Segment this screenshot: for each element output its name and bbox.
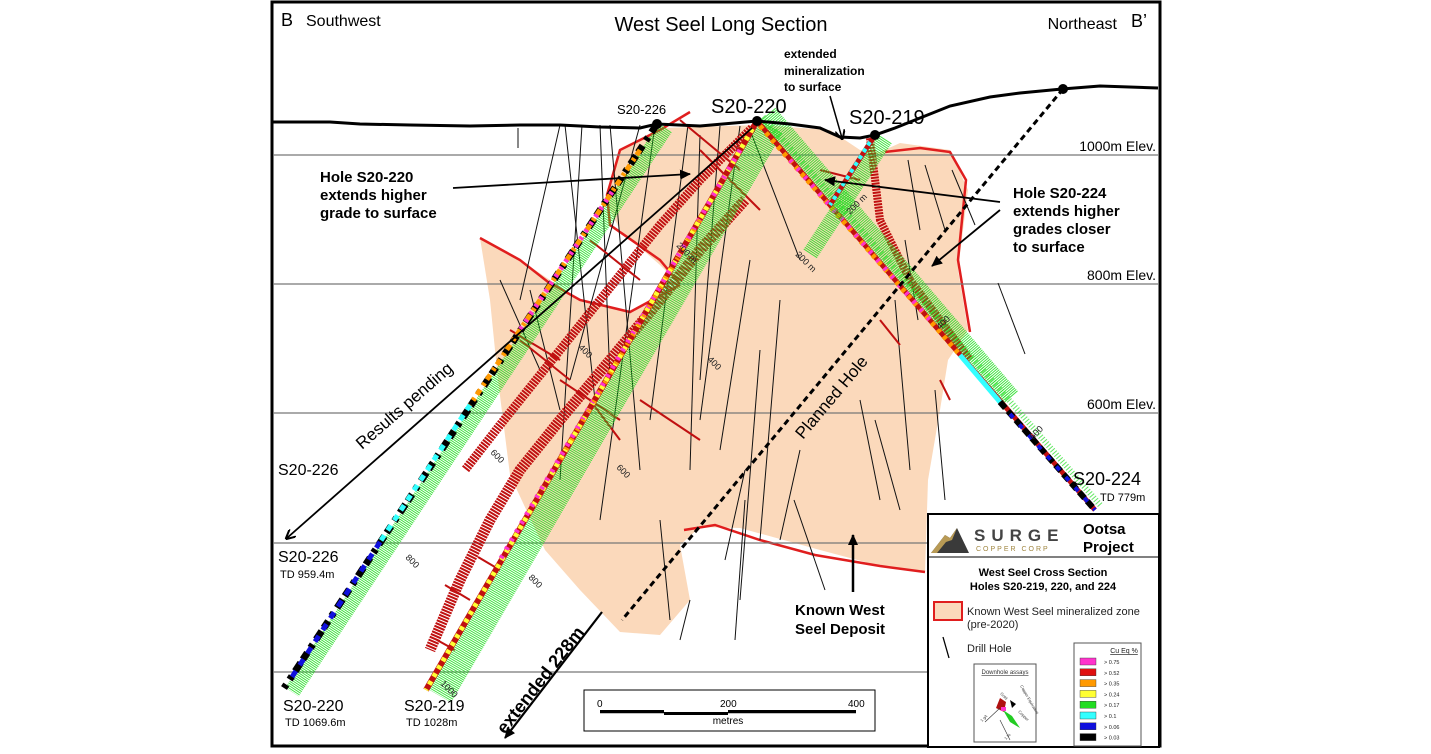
project-name-2: Project xyxy=(1083,539,1134,556)
hole-s20-226 xyxy=(281,122,672,697)
end-label-s20-220: S20-220 xyxy=(283,698,344,715)
results-pending-arrow xyxy=(287,127,753,538)
annotation-extended-mineralization: extended mineralization to surface xyxy=(784,47,865,94)
elev-label-1000: 1000m Elev. xyxy=(1079,138,1156,154)
section-end-b-prime: B’ xyxy=(1131,11,1147,31)
elev-label-800: 800m Elev. xyxy=(1087,267,1156,283)
topography-surface xyxy=(273,84,1159,140)
hole-s20-219-upper xyxy=(803,133,892,259)
cueq-swatch xyxy=(1079,722,1097,730)
cueq-bin-label: > 0.1 xyxy=(1104,714,1116,720)
cueq-swatch xyxy=(1079,668,1097,676)
svg-text:400: 400 xyxy=(848,699,865,710)
legend-drill-hole-icon xyxy=(942,636,950,659)
collar-label-s20-219: S20-219 xyxy=(849,107,925,129)
legend-panel: SURGE COPPER CORP Ootsa Project West See… xyxy=(927,513,1160,748)
svg-text:Seel Deposit: Seel Deposit xyxy=(795,621,885,638)
legend-drill-hole-label: Drill Hole xyxy=(967,643,1012,655)
scale-bar: 0 200 400 metres xyxy=(583,689,876,732)
cueq-swatch xyxy=(1079,701,1097,709)
svg-text:Known West: Known West xyxy=(795,602,885,619)
svg-text:grades closer: grades closer xyxy=(1013,221,1111,238)
elev-label-600: 600m Elev. xyxy=(1087,396,1156,412)
end-label-s20-224: S20-224 xyxy=(1073,469,1141,489)
td-label-s20-220: TD 1069.6m xyxy=(285,717,346,729)
td-label-s20-224: TD 779m xyxy=(1100,492,1145,504)
label-s20-226-arrow: S20-226 xyxy=(278,462,339,479)
svg-text:1 %: 1 % xyxy=(1003,732,1012,741)
svg-text:mineralization: mineralization xyxy=(784,64,865,78)
annotation-hole-s20-224: Hole S20-224 extends higher grades close… xyxy=(1013,185,1120,256)
svg-text:metres: metres xyxy=(713,716,744,727)
cueq-swatch xyxy=(1079,733,1097,741)
legend-section-title: West Seel Cross Section xyxy=(979,567,1108,579)
td-label-s20-226: TD 959.4m xyxy=(280,569,334,581)
cueq-bin-label: > 0.17 xyxy=(1104,703,1119,709)
collar-label-s20-220: S20-220 xyxy=(711,96,787,118)
hole-s20-220 xyxy=(423,119,783,703)
section-end-b: B xyxy=(281,10,293,30)
svg-text:200: 200 xyxy=(720,699,737,710)
svg-text:extends higher: extends higher xyxy=(320,187,427,204)
cueq-bin-label: > 0.06 xyxy=(1104,725,1119,731)
svg-text:grade to surface: grade to surface xyxy=(320,205,437,222)
project-name-1: Ootsa xyxy=(1083,521,1126,538)
cueq-legend: Cu Eq % > 0.75 > 0.52 > 0.35 > 0.24 > 0.17 > … xyxy=(1073,642,1142,747)
extended-228m-arrow xyxy=(504,611,603,739)
svg-text:0: 0 xyxy=(597,699,603,710)
svg-text:Gold: Gold xyxy=(999,691,1009,701)
hole-s20-219-s20-224 xyxy=(755,107,1104,512)
svg-text:extended: extended xyxy=(784,47,837,61)
cueq-swatch xyxy=(1079,679,1097,687)
cueq-bin-label: > 0.03 xyxy=(1104,736,1119,742)
cueq-swatch xyxy=(1079,657,1097,666)
company-sub: COPPER CORP xyxy=(976,546,1050,553)
collar-markers xyxy=(652,84,1068,140)
cueq-bin-label: > 0.75 xyxy=(1104,660,1119,666)
end-label-s20-219: S20-219 xyxy=(404,698,465,715)
cueq-bin-label: > 0.35 xyxy=(1104,682,1119,688)
svg-text:Hole S20-220: Hole S20-220 xyxy=(320,169,413,186)
legend-section-subtitle: Holes S20-219, 220, and 224 xyxy=(970,581,1117,593)
cueq-swatch xyxy=(1079,690,1097,698)
svg-text:Hole S20-224: Hole S20-224 xyxy=(1013,185,1107,202)
legend-zone-swatch xyxy=(933,601,963,621)
collar-label-s20-226: S20-226 xyxy=(617,102,666,117)
cueq-legend-title: Cu Eq % xyxy=(1110,648,1138,655)
planned-hole-trace xyxy=(620,88,1065,621)
svg-text:Downhole assays: Downhole assays xyxy=(981,670,1028,676)
cueq-swatch xyxy=(1079,711,1097,720)
cueq-bin-label: > 0.24 xyxy=(1104,692,1119,698)
surge-logo-icon xyxy=(931,528,969,553)
end-label-s20-226: S20-226 xyxy=(278,549,339,566)
downhole-assays-key: Downhole assays Gold Copper Copper Equiv… xyxy=(973,663,1040,743)
svg-text:1 g/t: 1 g/t xyxy=(979,713,989,723)
svg-text:to surface: to surface xyxy=(784,80,842,94)
annotation-hole-s20-220: Hole S20-220 extends higher grade to sur… xyxy=(320,169,437,222)
svg-text:to surface: to surface xyxy=(1013,239,1085,256)
td-label-s20-219: TD 1028m xyxy=(406,717,457,729)
cueq-bin-label: > 0.52 xyxy=(1104,671,1119,677)
legend-zone-label: Known West Seel mineralized zone xyxy=(967,606,1140,618)
figure-title: West Seel Long Section xyxy=(614,14,827,36)
svg-text:extends higher: extends higher xyxy=(1013,203,1120,220)
direction-northeast: Northeast xyxy=(1048,16,1118,33)
legend-zone-label-2: (pre-2020) xyxy=(967,619,1018,631)
direction-southwest: Southwest xyxy=(306,13,381,30)
company-name: SURGE xyxy=(974,526,1064,545)
annotation-known-deposit: Known West Seel Deposit xyxy=(795,602,885,638)
